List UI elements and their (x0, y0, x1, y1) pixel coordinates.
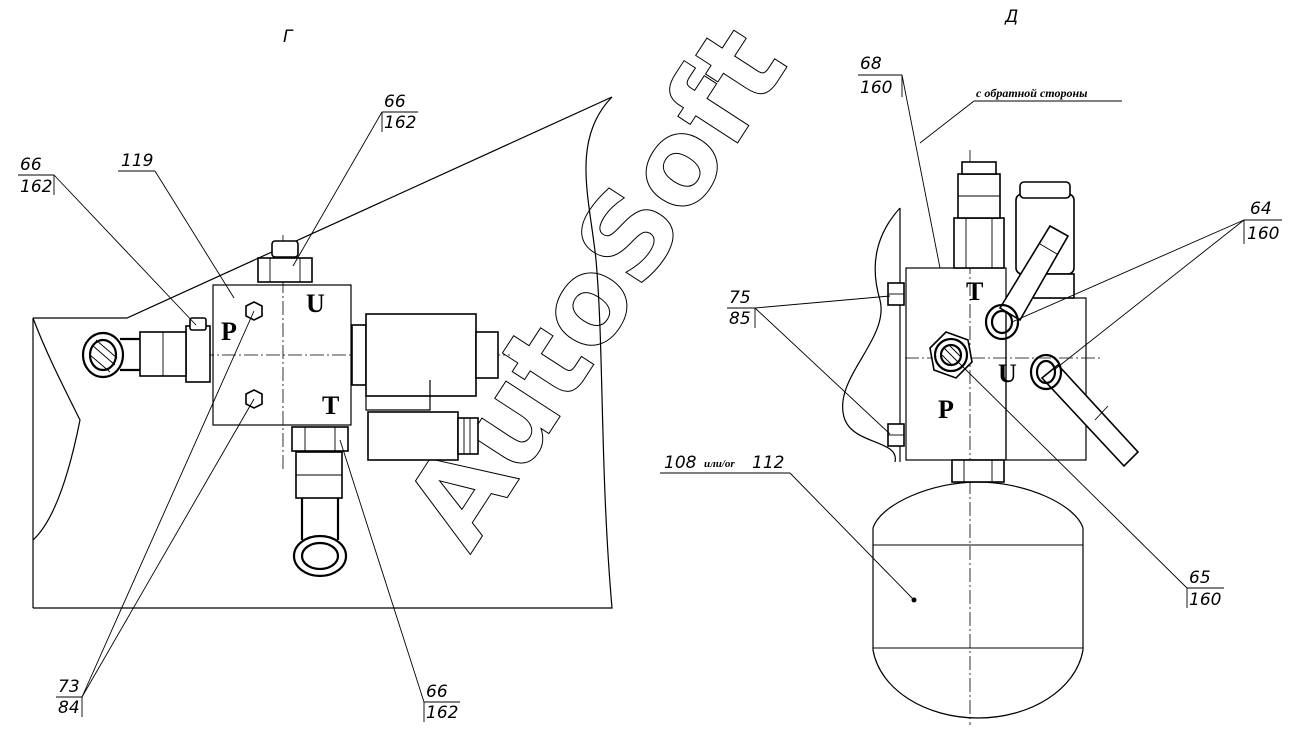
svg-text:или/or: или/or (704, 458, 735, 470)
port-label-d-t: T (966, 277, 983, 306)
callout-119: 119 (118, 151, 235, 299)
callout-65-160: 65 160 (957, 361, 1224, 610)
callout-66-162-bottom: 66 162 (339, 439, 460, 723)
mounting-bolts-d (887, 282, 905, 447)
view-g-title: Г (283, 27, 294, 47)
callout-66-162-top: 66 162 (292, 92, 418, 267)
svg-text:160: 160 (1189, 590, 1221, 610)
port-p-fitting-d (929, 331, 973, 379)
svg-text:68: 68 (860, 54, 882, 74)
svg-text:119: 119 (121, 151, 153, 171)
watermark: AutoSoft (377, 3, 813, 571)
svg-text:66: 66 (20, 155, 42, 175)
callout-64-160: 64 160 (1011, 199, 1282, 371)
view-d: Д (660, 7, 1282, 725)
view-d-title: Д (1004, 7, 1018, 27)
callout-108-112: 108 или/or 112 (660, 453, 915, 601)
svg-text:162: 162 (384, 113, 416, 133)
port-label-g-p: P (221, 317, 237, 346)
svg-text:160: 160 (1247, 224, 1279, 244)
view-g: Г (18, 27, 613, 723)
callout-73-84: 73 84 (56, 310, 255, 718)
watermark-text: AutoSoft (378, 3, 813, 570)
port-label-d-p: P (938, 395, 954, 424)
svg-text:108: 108 (664, 453, 697, 473)
svg-text:64: 64 (1250, 199, 1272, 219)
top-fitting-g (257, 240, 313, 283)
port-label-d-u: U (998, 359, 1017, 388)
left-fitting-g (81, 317, 211, 383)
svg-text:84: 84 (58, 698, 80, 718)
svg-text:85: 85 (729, 309, 751, 329)
callout-75-85: 75 85 (727, 288, 891, 435)
pipe-u-d (1029, 353, 1140, 468)
svg-text:162: 162 (426, 703, 458, 723)
panel-edge-d (842, 207, 901, 463)
callout-68-160: 68 160 с обратной стороны (858, 54, 1122, 269)
svg-text:66: 66 (426, 682, 448, 702)
svg-text:75: 75 (729, 288, 751, 308)
svg-text:73: 73 (58, 677, 80, 697)
accumulator-d (872, 459, 1084, 719)
svg-text:162: 162 (20, 177, 52, 197)
port-label-g-u: U (306, 289, 325, 318)
svg-text:112: 112 (752, 453, 784, 473)
top-stack-d (953, 161, 1005, 269)
mounting-panel (32, 96, 613, 609)
note-reverse-side: с обратной стороны (976, 86, 1087, 100)
solenoid-g (351, 313, 499, 461)
svg-text:65: 65 (1189, 568, 1211, 588)
svg-text:66: 66 (384, 92, 406, 112)
callout-66-162-left: 66 162 (18, 155, 197, 326)
pipe-t-d (984, 224, 1070, 341)
bottom-fitting-g (291, 426, 349, 578)
port-label-g-t: T (322, 391, 339, 420)
svg-text:160: 160 (860, 78, 892, 98)
